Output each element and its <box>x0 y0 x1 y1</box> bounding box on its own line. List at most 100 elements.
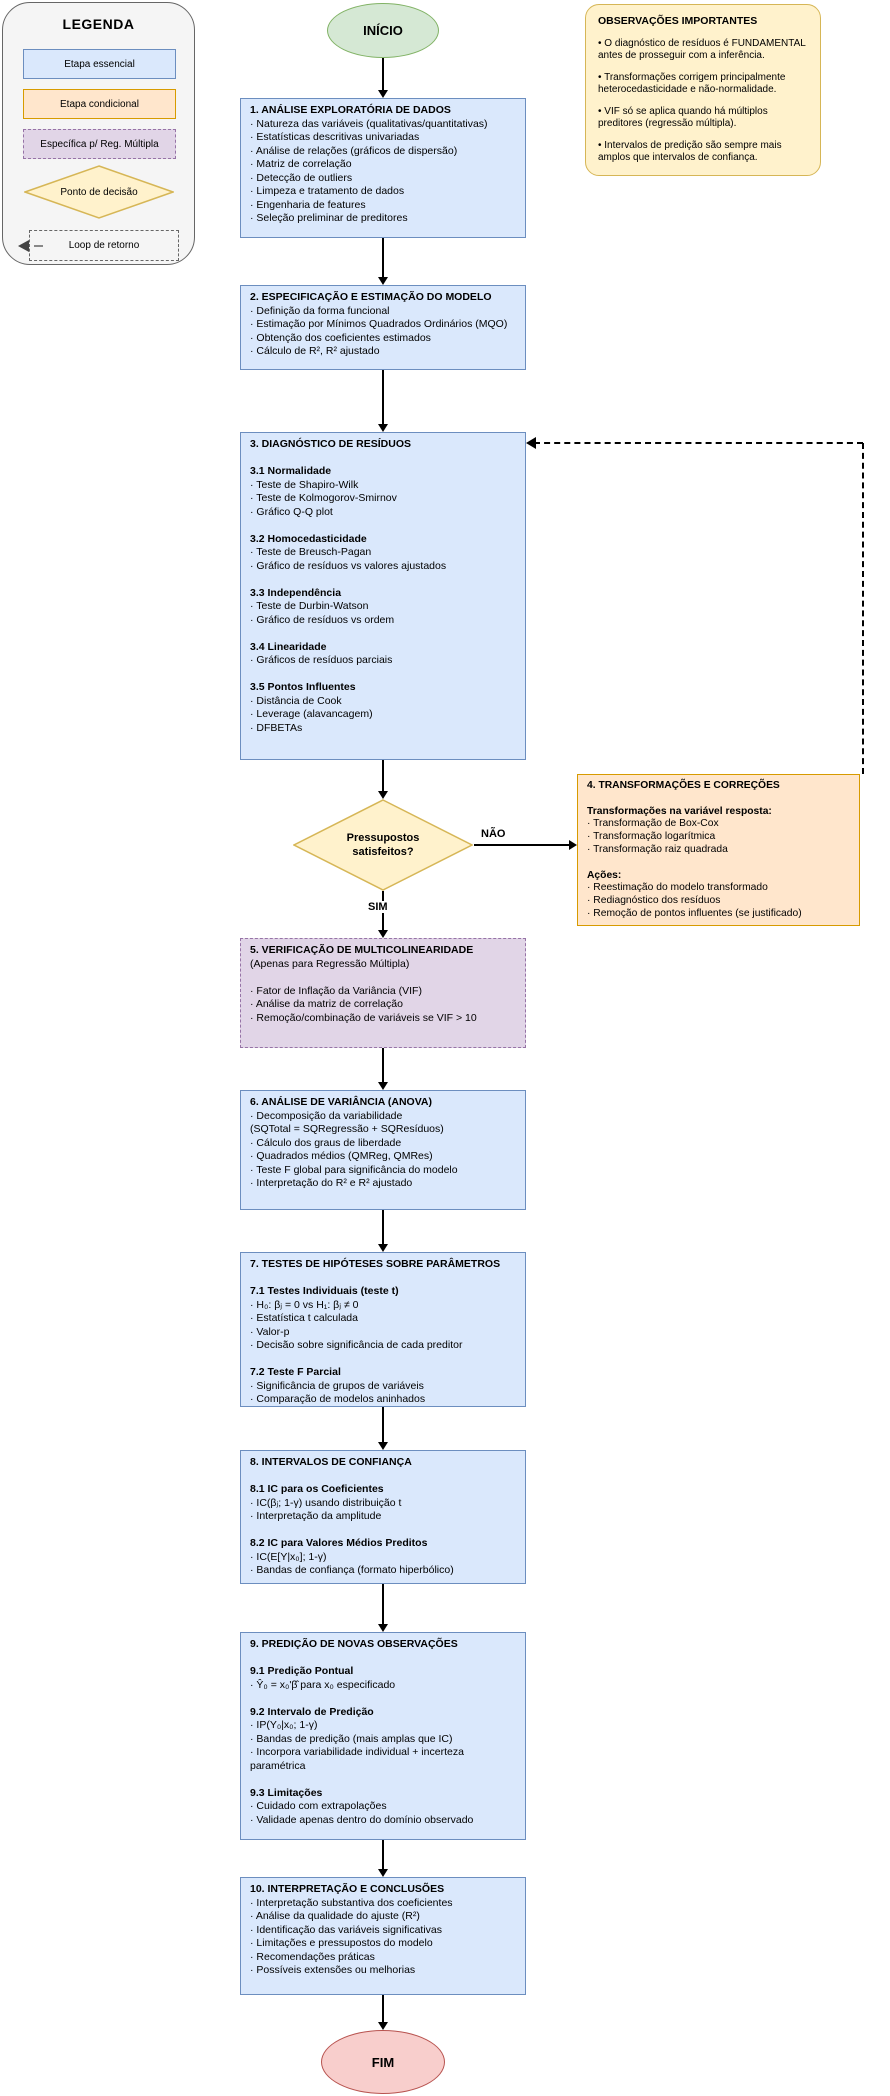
text-line: · Recomendações práticas <box>250 1950 375 1963</box>
text-line: · Valor-p <box>250 1325 290 1338</box>
return-arrow-icon <box>18 240 29 252</box>
text-line: · Incorpora variabilidade individual + i… <box>250 1746 464 1758</box>
text-line: · Definição da forma funcional <box>250 304 390 317</box>
legend-swatch-loop: Loop de retorno <box>18 230 179 261</box>
text-line: · Interpretação substantiva dos coeficie… <box>250 1896 453 1909</box>
text-line: paramétrica <box>250 1759 306 1772</box>
arrow-box10-to-end <box>378 1995 388 2030</box>
text-line <box>587 857 850 870</box>
diamond-icon <box>24 165 174 219</box>
flow-box-9-predicao: 9. PREDIÇÃO DE NOVAS OBSERVAÇÕES 9.1 Pre… <box>240 1632 526 1840</box>
text-line: · Teste de Breusch-Pagan <box>250 546 372 558</box>
decision-diamond: Pressupostos satisfeitos? <box>293 799 473 891</box>
flow-box-2-especificacao-estimacao: 2. ESPECIFICAÇÃO E ESTIMAÇÃO DO MODELO· … <box>240 285 526 370</box>
arrow-box9-to-box10 <box>378 1840 388 1877</box>
arrow-start-to-box1 <box>378 58 388 98</box>
text-line: · Interpretação do R² e R² ajustado <box>250 1177 413 1189</box>
text-line: · DFBETAs <box>250 721 303 734</box>
text-line: · IP(Y₀|x₀; 1-γ) <box>250 1719 318 1731</box>
text-line: 3.4 Linearidade <box>250 640 327 653</box>
loop-arrowhead-icon <box>526 437 536 449</box>
legend-label-decision: Ponto de decisão <box>60 186 138 198</box>
text-line <box>250 1353 516 1367</box>
text-line <box>250 452 516 466</box>
text-line: (Apenas para Regressão Múltipla) <box>250 957 410 970</box>
text-line: · Análise da matriz de correlação <box>250 998 403 1010</box>
arrow-box7-to-box8 <box>378 1407 388 1450</box>
text-line: · Reestimação do modelo transformado <box>587 882 768 894</box>
text-line: · Limitações e pressupostos do modelo <box>250 1937 433 1949</box>
text-line: · Rediagnóstico dos resíduos <box>587 895 721 907</box>
text-line: · Distância de Cook <box>250 694 342 707</box>
flow-box-7-testes-hipoteses: 7. TESTES DE HIPÓTESES SOBRE PARÂMETROS … <box>240 1252 526 1407</box>
arrow-box2-to-box3 <box>378 370 388 432</box>
loop-dashed-horizontal <box>534 442 863 444</box>
text-line: 3.5 Pontos Influentes <box>250 681 356 693</box>
edge-label-nao: NÃO <box>478 828 509 840</box>
text-line: · Decisão sobre significância de cada pr… <box>250 1339 463 1351</box>
text-line: · Leverage (alavancagem) <box>250 708 373 720</box>
text-line: 3. DIAGNÓSTICO DE RESÍDUOS <box>250 438 412 450</box>
text-line: • Intervalos de predição são sempre mais… <box>598 139 782 164</box>
text-line: · H₀: βⱼ = 0 vs H₁: βⱼ ≠ 0 <box>250 1298 359 1311</box>
text-line: · Fator de Inflação da Variância (VIF) <box>250 984 422 997</box>
text-line: 9.1 Predição Pontual <box>250 1665 354 1677</box>
text-line: · Análise de relações (gráficos de dispe… <box>250 144 458 157</box>
text-line: · Teste de Kolmogorov-Smirnov <box>250 492 397 504</box>
text-line <box>250 668 516 682</box>
text-line: · Cuidado com extrapolações <box>250 1800 387 1812</box>
legend-label-conditional: Etapa condicional <box>60 98 139 110</box>
text-line: · Transformação raiz quadrada <box>587 843 728 855</box>
text-line: · Gráficos de resíduos parciais <box>250 654 393 666</box>
flow-box-6-anova: 6. ANÁLISE DE VARIÂNCIA (ANOVA)· Decompo… <box>240 1090 526 1210</box>
text-line <box>250 971 516 985</box>
text-line: · Ŷ₀ = x₀'β̂ para x₀ especificado <box>250 1678 396 1691</box>
diamond-shape <box>293 799 473 891</box>
arrow-box6-to-box7 <box>378 1210 388 1252</box>
text-line: · Natureza das variáveis (qualitativas/q… <box>250 117 488 130</box>
text-line: · Estatística t calculada <box>250 1312 358 1324</box>
decision-line1: Pressupostos <box>346 832 420 844</box>
text-line: · Transformação de Box-Cox <box>587 818 719 830</box>
text-line: (SQTotal = SQRegressão + SQResíduos) <box>250 1123 444 1135</box>
text-line: 3.1 Normalidade <box>250 465 332 477</box>
text-line <box>250 1652 516 1666</box>
arrow-box1-to-box2 <box>378 238 388 285</box>
text-line: · Teste de Durbin-Watson <box>250 600 369 612</box>
text-line: · Seleção preliminar de preditores <box>250 212 408 224</box>
text-line <box>250 1773 516 1787</box>
text-line <box>250 1524 516 1538</box>
text-line: · Quadrados médios (QMReg, QMRes) <box>250 1150 433 1162</box>
legend-swatch-decision: Ponto de decisão <box>24 165 174 219</box>
decision-line2: satisfeitos? <box>352 846 414 858</box>
flow-box-1-analise-exploratoria: 1. ANÁLISE EXPLORATÓRIA DE DADOS· Nature… <box>240 98 526 238</box>
text-line: 1. ANÁLISE EXPLORATÓRIA DE DADOS <box>250 104 451 116</box>
arrow-box3-to-decision <box>378 760 388 799</box>
text-line <box>250 519 516 533</box>
legend-label-multiple: Específica p/ Reg. Múltipla <box>40 138 159 150</box>
legend-swatch-conditional: Etapa condicional <box>23 89 176 119</box>
flow-box-3-diagnostico-residuos: 3. DIAGNÓSTICO DE RESÍDUOS 3.1 Normalida… <box>240 432 526 760</box>
text-line: · IC(βⱼ; 1-γ) usando distribuição t <box>250 1496 402 1509</box>
text-line: · Comparação de modelos aninhados <box>250 1393 426 1405</box>
text-line: · Remoção de pontos influentes (se justi… <box>587 907 802 919</box>
text-line: · Cálculo de R², R² ajustado <box>250 345 380 357</box>
edge-label-sim: SIM <box>365 901 391 913</box>
text-line: • Transformações corrigem principalmente… <box>598 71 786 96</box>
text-line: 7.2 Teste F Parcial <box>250 1366 341 1378</box>
text-line: • VIF só se aplica quando há múltiplos p… <box>598 105 768 130</box>
text-line: · Remoção/combinação de variáveis se VIF… <box>250 1011 477 1024</box>
text-line: 7.1 Testes Individuais (teste t) <box>250 1285 399 1297</box>
text-line: 8. INTERVALOS DE CONFIANÇA <box>250 1456 412 1468</box>
text-line: 4. TRANSFORMAÇÕES E CORREÇÕES <box>587 780 780 791</box>
text-line: 3.2 Homocedasticidade <box>250 532 367 545</box>
text-line: · Teste de Shapiro-Wilk <box>250 478 359 491</box>
arrow-box5-to-box6 <box>378 1048 388 1090</box>
text-line: · Cálculo dos graus de liberdade <box>250 1136 402 1149</box>
text-line: 7. TESTES DE HIPÓTESES SOBRE PARÂMETROS <box>250 1258 501 1270</box>
text-line <box>250 1692 516 1706</box>
text-line: 2. ESPECIFICAÇÃO E ESTIMAÇÃO DO MODELO <box>250 291 492 303</box>
text-line: · Bandas de confiança (formato hiperbóli… <box>250 1564 454 1576</box>
text-line <box>250 627 516 641</box>
